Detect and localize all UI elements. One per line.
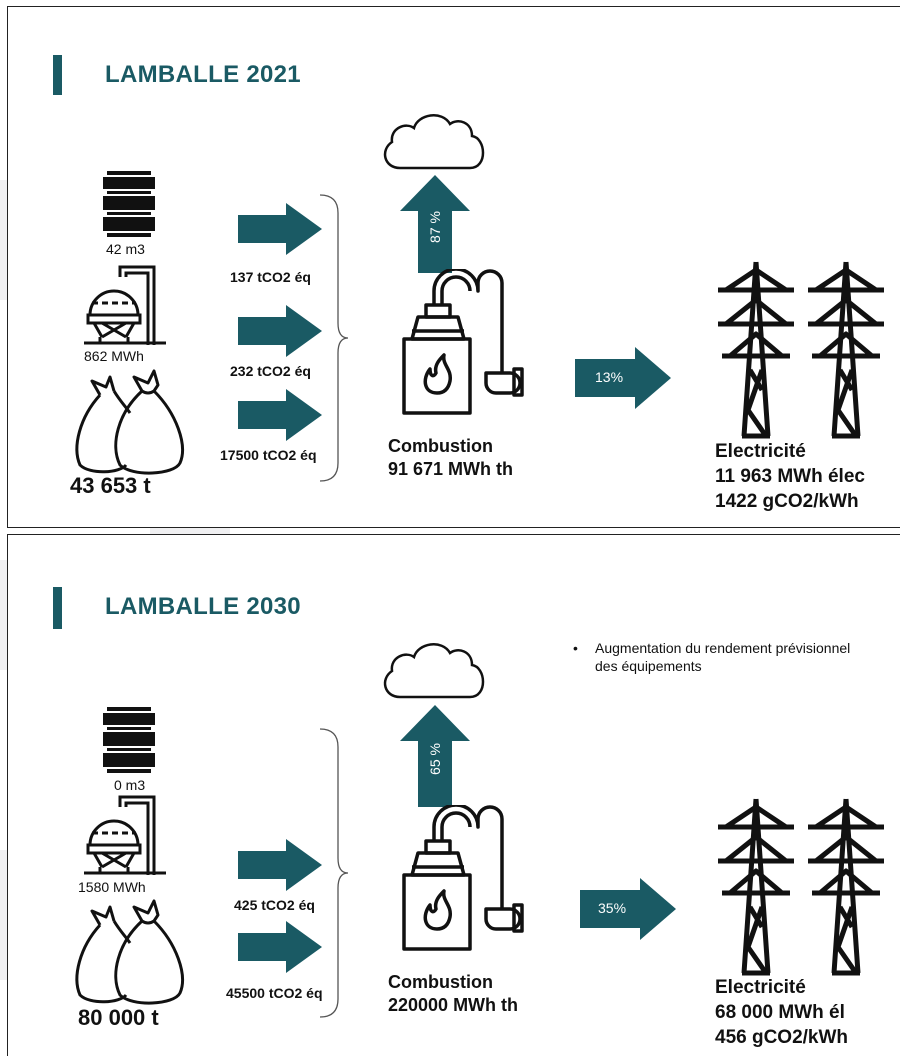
elec-percentage: 13% <box>595 369 624 385</box>
emission-gas: 232 tCO2 éq <box>230 363 311 379</box>
emission-fuel: 137 tCO2 éq <box>230 269 311 285</box>
note-text: Augmentation du rendement prévisionnel d… <box>595 640 851 674</box>
pylon-icon <box>718 261 884 439</box>
electricity-value: 68 000 MWh él <box>715 1002 845 1023</box>
arrow-up-icon <box>400 705 470 807</box>
combustion-value: 220000 MWh th <box>388 995 519 1015</box>
arrow-right-icon <box>575 347 671 409</box>
cloud-icon <box>383 114 485 170</box>
waste-bags-icon <box>75 899 184 1005</box>
arrow-right-icon <box>238 305 322 357</box>
stack-percentage: 87 % <box>427 211 443 243</box>
arrow-up-icon <box>400 175 470 273</box>
title-accent-bar <box>53 55 62 95</box>
electricity-title: Electricité <box>715 441 806 462</box>
panel-2021: LAMBALLE 2021 42 m3 862 MWh <box>7 6 900 528</box>
combustion-title: Combustion <box>388 972 493 992</box>
arrow-right-icon <box>238 921 322 973</box>
cloud-icon <box>383 643 485 699</box>
stack-percentage: 65 % <box>427 743 443 775</box>
electricity-intensity: 1422 gCO2/kWh <box>715 491 859 512</box>
note-bullet: • Augmentation du rendement prévisionnel… <box>573 639 853 675</box>
barrel-icon <box>103 171 155 237</box>
waste-bags-icon <box>75 369 184 475</box>
emission-waste: 45500 tCO2 éq <box>226 985 323 1001</box>
waste-tonnage: 80 000 t <box>78 1005 159 1030</box>
combustion-label: Combustion 91 671 MWh th <box>388 435 513 481</box>
combustion-value: 91 671 MWh th <box>388 459 514 479</box>
emission-waste: 17500 tCO2 éq <box>220 447 317 463</box>
title-accent-bar <box>53 587 62 629</box>
gas-energy: 1580 MWh <box>78 879 146 895</box>
gas-tank-icon <box>84 795 166 875</box>
pylon-icon <box>718 798 884 976</box>
fuel-volume: 42 m3 <box>106 241 145 257</box>
boiler-icon <box>402 805 524 951</box>
electricity-title: Electricité <box>715 977 806 998</box>
panel-title: LAMBALLE 2021 <box>105 61 301 88</box>
gas-energy: 862 MWh <box>84 348 144 364</box>
panel-title: LAMBALLE 2030 <box>105 593 301 620</box>
boiler-icon <box>402 269 524 415</box>
electricity-block: Electricité 68 000 MWh él 456 gCO2/kWh <box>715 975 848 1050</box>
arrow-right-icon <box>238 389 322 441</box>
arrow-right-icon <box>238 839 322 891</box>
combustion-label: Combustion 220000 MWh th <box>388 971 518 1017</box>
bullet-icon: • <box>573 640 578 656</box>
waste-tonnage: 43 653 t <box>70 473 151 498</box>
electricity-intensity: 456 gCO2/kWh <box>715 1027 849 1048</box>
brace-icon <box>319 728 348 1018</box>
fuel-volume: 0 m3 <box>114 777 146 793</box>
barrel-icon <box>103 707 155 773</box>
emission-gas: 425 tCO2 éq <box>234 897 315 913</box>
elec-percentage: 35% <box>598 900 627 916</box>
arrow-right-icon <box>238 203 322 255</box>
gas-tank-icon <box>84 265 166 345</box>
brace-icon <box>319 194 348 482</box>
combustion-title: Combustion <box>388 436 493 456</box>
arrow-right-icon <box>580 878 676 940</box>
panel-2030: LAMBALLE 2030 • Augmentation du rendemen… <box>7 534 900 1056</box>
electricity-block: Electricité 11 963 MWh élec 1422 gCO2/kW… <box>715 439 865 514</box>
electricity-value: 11 963 MWh élec <box>715 466 865 487</box>
